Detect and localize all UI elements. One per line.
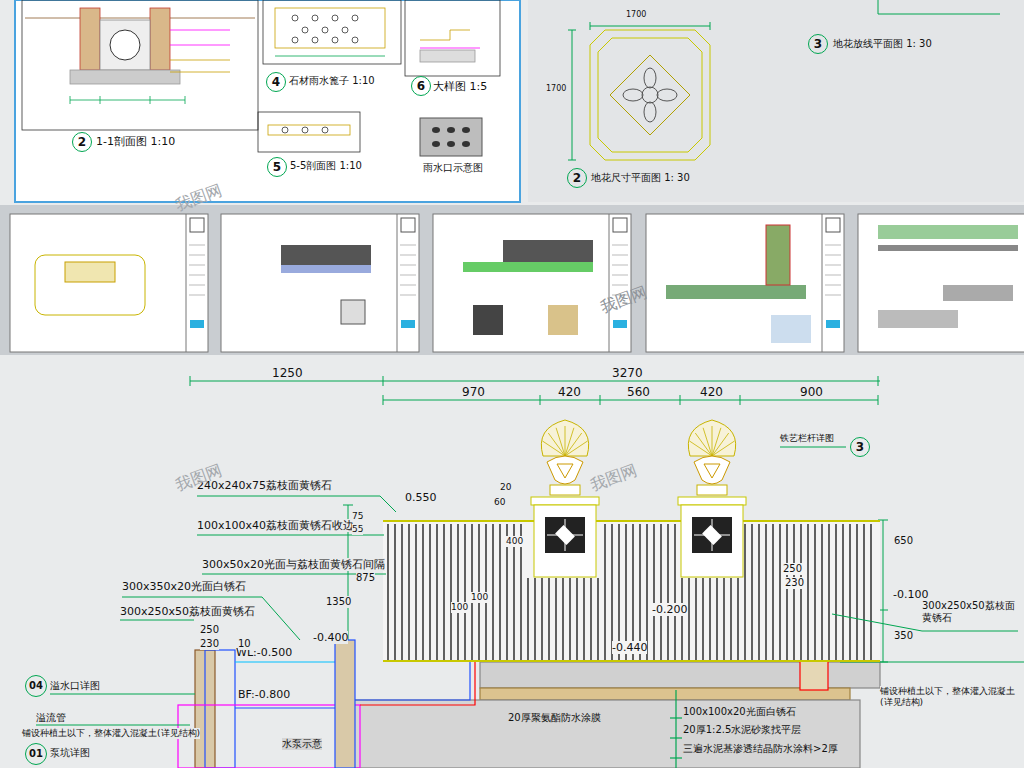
callout-number: 4	[272, 76, 280, 88]
callout-circle: 6	[411, 76, 431, 96]
dimension: 230	[200, 638, 219, 650]
callout-circle: 3	[808, 34, 828, 54]
construction-note: 铺设种植土以下，整体灌入混凝土(详见结构)	[22, 728, 200, 739]
callout-number: 6	[417, 80, 425, 92]
material-note: 100x100x40荔枝面黄锈石收边	[197, 519, 354, 532]
sheet-panel	[528, 0, 1024, 202]
view-title: 地花尺寸平面图 1: 30	[591, 172, 690, 184]
dimension: 3270	[612, 366, 643, 380]
callout-circle: 3	[850, 437, 870, 457]
section-5-5	[258, 112, 360, 152]
detail-title: 泵坑详图	[50, 747, 90, 759]
dimension: 20	[500, 482, 511, 493]
sheet-thumbnail	[221, 214, 419, 352]
detail-title: 溢水口详图	[50, 680, 100, 692]
iron-fence	[383, 521, 880, 661]
detail-1-5	[405, 0, 500, 76]
sheet-panel	[15, 0, 520, 202]
dimension: 10	[238, 638, 251, 650]
dimension: 875	[356, 572, 375, 584]
callout-number: 2	[573, 172, 581, 184]
callout-number: 01	[29, 749, 43, 759]
sheet-thumbnail	[10, 214, 208, 352]
dimension: 1700	[626, 10, 646, 20]
view-title: 石材雨水篦子 1:10	[289, 75, 375, 87]
callout-number: 04	[29, 681, 43, 691]
elevation-mark: -0.400	[313, 631, 348, 644]
material-note: 三遍水泥基渗透结晶防水涂料>2厚	[683, 743, 838, 755]
dimension: 55	[352, 524, 363, 535]
dimension: 250	[200, 624, 219, 636]
dimension: 970	[462, 385, 485, 399]
view-title: 5-5剖面图 1:10	[290, 160, 362, 172]
dimension: 1250	[272, 366, 303, 380]
dimension: 100	[471, 592, 488, 603]
callout-number: 5	[273, 161, 281, 173]
material-note: 20厚聚氨酯防水涂膜	[508, 712, 601, 724]
dimension: 100	[451, 602, 468, 613]
sheet-thumbnail	[433, 214, 631, 352]
fence-ground	[383, 520, 880, 662]
material-note: 300x350x20光面白锈石	[122, 580, 246, 593]
callout-number: 3	[814, 38, 822, 50]
stone-pillars	[531, 420, 746, 577]
dimension: 650	[894, 535, 913, 547]
callout-number: 2	[78, 136, 86, 148]
material-note: 100x100x20光面白锈石	[683, 706, 796, 718]
view-title: 1-1剖面图 1:10	[96, 135, 175, 148]
view-title: 地花放线平面图 1: 30	[833, 38, 932, 50]
dimension: 400	[506, 536, 523, 547]
callout-circle: 5	[267, 157, 287, 177]
floor-flower-plan	[568, 0, 1000, 160]
view-title: 雨水口示意图	[423, 162, 483, 174]
elevation-mark: BF:-0.800	[238, 688, 290, 701]
callout-number: 3	[856, 441, 864, 453]
elevation-mark: 0.550	[405, 491, 437, 504]
construction-note: 铺设种植土以下，整体灌入混凝土(详见结构)	[880, 686, 1018, 708]
elevation-mark: -0.200	[652, 603, 687, 616]
callout-circle: 04	[25, 675, 47, 697]
material-note: 300x50x20光面与荔枝面黄锈石间隔	[202, 558, 385, 571]
dimension-lines	[190, 376, 888, 662]
material-note: 20厚1:2.5水泥砂浆找平层	[683, 724, 801, 736]
drain-photo	[420, 118, 482, 156]
material-note: 水泵示意	[282, 738, 322, 750]
sheet-thumbnail	[646, 214, 844, 352]
elevation-mark: -0.440	[612, 641, 647, 654]
callout-circle: 2	[567, 168, 587, 188]
material-note: 300x250x50荔枝面黄锈石	[120, 605, 255, 618]
dimension: 230	[785, 577, 804, 589]
dimension: 250	[783, 563, 802, 575]
dimension: 420	[558, 385, 581, 399]
dimension: 560	[627, 385, 650, 399]
dimension: 900	[800, 385, 823, 399]
sheet-thumbnails	[10, 214, 1024, 352]
leader-lines	[36, 447, 1018, 725]
callout-circle: 01	[25, 743, 47, 765]
view-title: 大样图 1:5	[433, 80, 487, 93]
dimension: 60	[494, 497, 505, 508]
dimension: 75	[352, 511, 363, 522]
detail-title: 铁艺栏杆详图	[780, 433, 834, 444]
material-note: 300x250x50荔枝面黄锈石	[922, 600, 1022, 624]
dimension: 1700	[546, 84, 566, 94]
callout-circle: 2	[72, 132, 92, 152]
dimension: 420	[700, 385, 723, 399]
callout-circle: 4	[266, 72, 286, 92]
grate-plan	[263, 0, 401, 64]
dimension: 1350	[326, 596, 351, 608]
material-note: 溢流管	[36, 712, 66, 724]
sheet-thumbnail	[858, 214, 1024, 352]
section-1-1	[22, 0, 258, 130]
dimension: 350	[894, 630, 913, 642]
